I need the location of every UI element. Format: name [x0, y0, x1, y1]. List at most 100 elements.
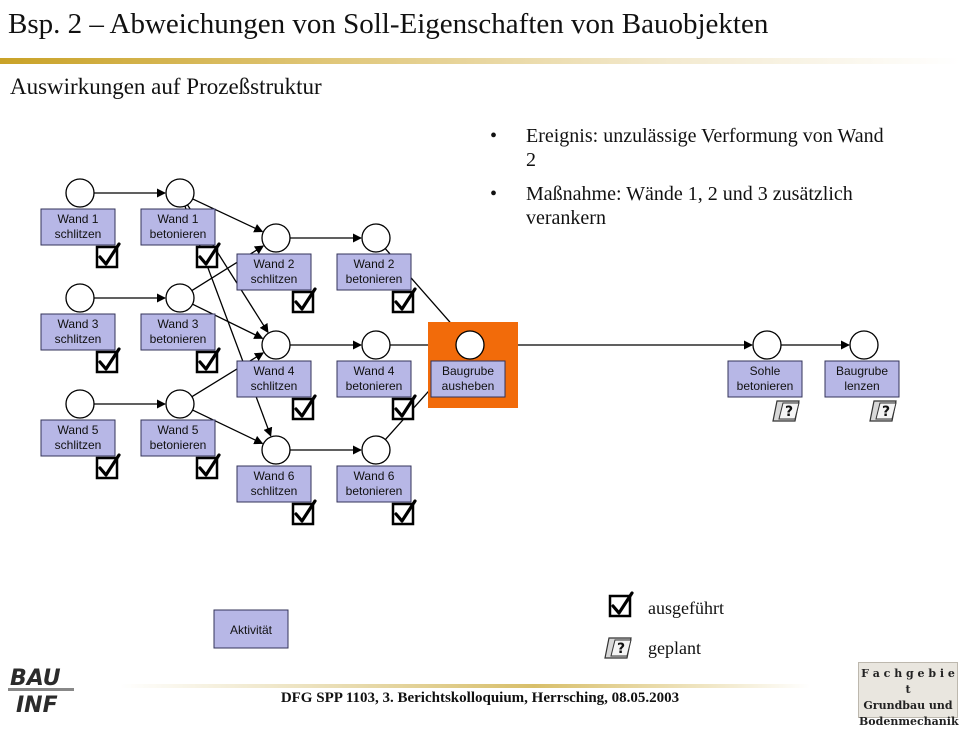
event-node: [65, 178, 95, 208]
activity-label: Wand 1: [58, 212, 99, 226]
event-node: [165, 178, 195, 208]
activity-box: [236, 360, 312, 398]
activity-box: [336, 465, 412, 503]
legend-activity: Aktivität: [213, 609, 289, 649]
activity-box: [40, 313, 116, 351]
legend: Aktivität?: [213, 591, 634, 659]
activity-label: Wand 2: [254, 257, 295, 271]
edge-w3b-w4s: [192, 303, 264, 339]
event-node: [65, 389, 95, 419]
event-node: [361, 435, 391, 465]
event-node: [752, 330, 782, 360]
bullet-list: Ereignis: unzulässige Verformung von Wan…: [490, 124, 890, 240]
event-node: [361, 223, 391, 253]
activity-label: Wand 2: [354, 257, 395, 271]
fachgebiet-line-2: Grundbau und: [863, 699, 953, 712]
slide-subtitle: Auswirkungen auf Prozeßstruktur: [10, 74, 322, 99]
activity-label: Wand 1: [158, 212, 199, 226]
activity-label: schlitzen: [55, 332, 102, 346]
activity-box: [824, 360, 900, 398]
activity-box: [236, 465, 312, 503]
planned-icon: ?: [869, 400, 897, 422]
event-node: [165, 283, 195, 313]
activity-box: [140, 208, 216, 246]
activity-box: [140, 313, 216, 351]
activity-label: ausheben: [442, 379, 495, 393]
activity-box: [336, 360, 412, 398]
done-check-icon: [95, 453, 121, 480]
svg-text:?: ?: [617, 641, 625, 657]
activity-label: schlitzen: [55, 227, 102, 241]
activity-label: betonieren: [150, 438, 207, 452]
activity-label: betonieren: [346, 272, 403, 286]
activity-box: [40, 419, 116, 457]
activity-box: [40, 208, 116, 246]
footer-divider: [120, 684, 810, 688]
event-node: [65, 283, 95, 313]
bauinf-logo: BAU INF: [6, 660, 76, 718]
event-node: [849, 330, 879, 360]
legend-activity-label: Aktivität: [230, 623, 273, 637]
title-divider: [0, 58, 960, 64]
activity-label: Wand 4: [254, 364, 295, 378]
edge-w5b-w6s: [192, 409, 264, 445]
legend-done-label: ausgeführt: [648, 598, 724, 618]
activity-label: betonieren: [150, 227, 207, 241]
svg-text:?: ?: [882, 404, 890, 420]
activity-label: lenzen: [844, 379, 879, 393]
edge-w1b-w2s: [192, 198, 264, 233]
activity-label: Sohle: [750, 364, 781, 378]
bullet-massnahme: Maßnahme: Wände 1, 2 und 3 zusätzlich ve…: [490, 182, 890, 230]
fachgebiet-logo: F a c h g e b i e t Grundbau und Bodenme…: [858, 662, 959, 728]
bullet-ereignis: Ereignis: unzulässige Verformung von Wan…: [490, 124, 890, 172]
fachgebiet-line-3: Bodenmechanik: [859, 715, 959, 728]
activity-box: [140, 419, 216, 457]
event-node: [455, 330, 485, 360]
footer-text: DFG SPP 1103, 3. Berichtskolloquium, Her…: [280, 690, 680, 706]
activity-label: Wand 5: [58, 423, 99, 437]
activity-box: [727, 360, 803, 398]
event-node: [261, 435, 291, 465]
done-check-icon: [391, 499, 417, 526]
activity-box: [430, 360, 506, 398]
slide-title: Bsp. 2 – Abweichungen von Soll-Eigenscha…: [8, 8, 769, 40]
done-check-icon: [195, 347, 221, 374]
event-node: [361, 330, 391, 360]
activity-label: Wand 4: [354, 364, 395, 378]
done-check-icon: [291, 499, 317, 526]
event-node: [261, 330, 291, 360]
fachgebiet-line-1: F a c h g e b i e t: [861, 667, 955, 696]
done-check-icon: [391, 287, 417, 314]
done-check-icon: [291, 287, 317, 314]
bauinf-logo-text: BAU: [10, 666, 61, 691]
activity-label: betonieren: [346, 379, 403, 393]
activity-label: Wand 5: [158, 423, 199, 437]
legend-planned-label: geplant: [648, 638, 701, 658]
svg-text:?: ?: [785, 404, 793, 420]
activity-label: schlitzen: [251, 272, 298, 286]
activity-label: schlitzen: [55, 438, 102, 452]
event-node: [165, 389, 195, 419]
activity-label: Baugrube: [836, 364, 888, 378]
activity-label: Baugrube: [442, 364, 494, 378]
svg-text:INF: INF: [16, 693, 58, 718]
edge-w5b-w4s: [191, 352, 264, 398]
done-check-icon: [291, 394, 317, 421]
activity-box: [236, 253, 312, 291]
activity-label: betonieren: [346, 484, 403, 498]
